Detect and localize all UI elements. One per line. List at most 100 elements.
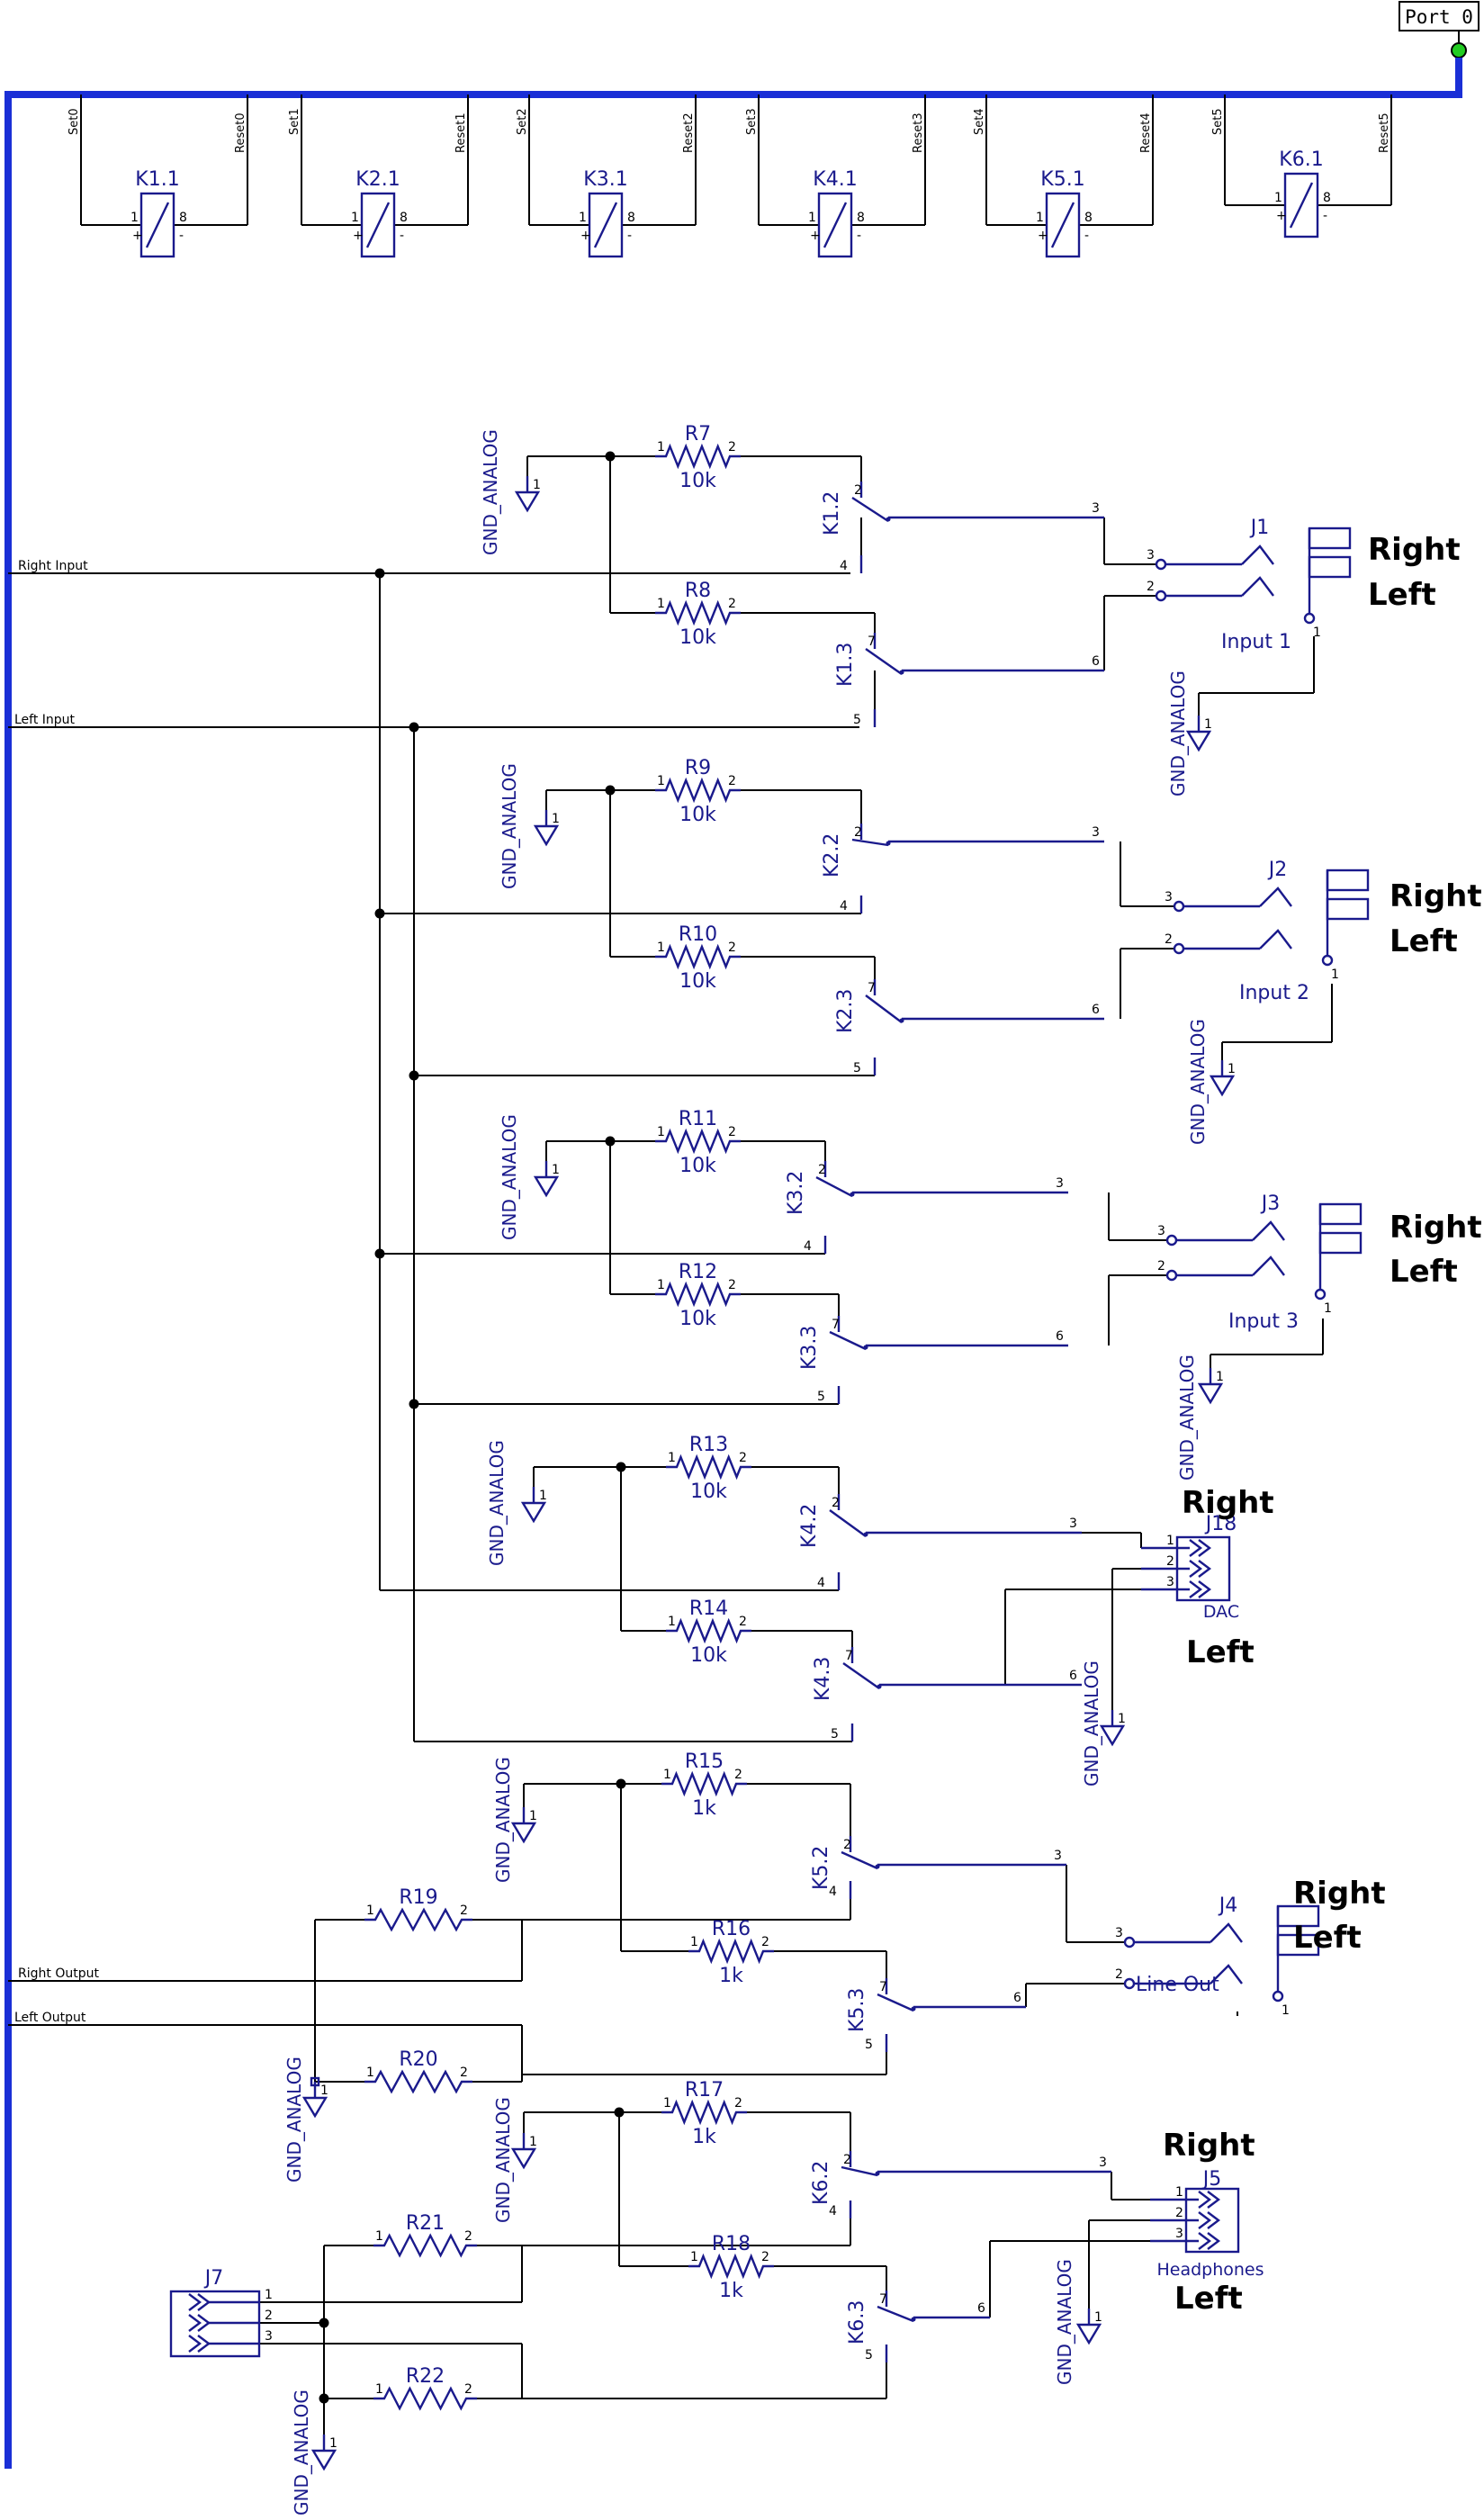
- resistor-ref: R17: [685, 2079, 724, 2102]
- coil-set-label: Set1: [288, 108, 301, 135]
- resistor-pin-2: 2: [728, 774, 736, 788]
- junction-dot: [409, 1070, 419, 1081]
- channel-left-label: Left: [1390, 1254, 1458, 1290]
- net-left-output: Left Output: [14, 2011, 86, 2025]
- switch-pin-bottom: 4: [804, 1239, 812, 1254]
- header-pin: 1: [1166, 1534, 1174, 1548]
- resistor-value: 10k: [679, 470, 716, 492]
- jack-pin-2: 2: [1115, 1967, 1123, 1982]
- port-connector: [1451, 42, 1467, 58]
- switch-pin-bottom: 4: [829, 2204, 837, 2218]
- jack-name: Input 3: [1228, 1310, 1299, 1333]
- switch-pin-out: 3: [1099, 2156, 1107, 2170]
- control-bus: [4, 58, 1462, 2469]
- coil-pin-8: 8: [627, 211, 635, 225]
- resistor-pin-1: 1: [657, 774, 665, 788]
- switch-pin-top: 2: [854, 483, 862, 498]
- port-0[interactable]: Port 0: [1399, 1, 1480, 58]
- resistor-pin-2: 2: [734, 1768, 742, 1782]
- resistor-ref: R18: [712, 2233, 751, 2255]
- resistor-ref: R9: [685, 757, 711, 779]
- channel-left-label: Left: [1368, 577, 1436, 613]
- channel-right-label: Right: [1182, 1485, 1274, 1521]
- switch-ref: K2.2: [821, 833, 843, 878]
- channel-labels: RightLeftRightLeftRightLeftRightLeftRigh…: [1163, 532, 1482, 2317]
- channel-right-label: Right: [1390, 1210, 1482, 1246]
- coil-pin-1: 1: [579, 211, 587, 225]
- channel-right-label: Right: [1390, 878, 1482, 914]
- switch-ref: K2.3: [834, 989, 857, 1033]
- junction-dot: [374, 1248, 385, 1259]
- resistor-value: 1k: [692, 1797, 716, 1820]
- coil-pin-1: 1: [1036, 211, 1044, 225]
- jack-pin-1: 1: [1282, 2003, 1290, 2018]
- junction-dot: [614, 2107, 625, 2118]
- resistor-pin-1: 1: [657, 1125, 665, 1139]
- coil-set-label: Set3: [745, 108, 759, 135]
- resistor-ref: R15: [685, 1750, 724, 1773]
- switch-pin-top: 2: [843, 2153, 851, 2167]
- switch-pin-bottom: 4: [840, 559, 848, 573]
- resistor-value: 10k: [679, 1308, 716, 1330]
- resistor-pin-1: 1: [690, 2250, 698, 2264]
- coil-minus: -: [179, 229, 184, 243]
- header-pin: 3: [1166, 1575, 1174, 1589]
- ground-pin: 1: [533, 478, 541, 492]
- switch-pin-bottom: 5: [865, 2038, 873, 2052]
- header-name: Headphones: [1156, 2260, 1264, 2280]
- header-pin: 2: [1175, 2206, 1183, 2220]
- ground-label: GND_ANALOG: [1054, 2259, 1075, 2385]
- switch-pin-top: 2: [843, 1838, 851, 1852]
- junction-dot: [616, 1778, 626, 1789]
- jack-pin-2: 2: [1147, 580, 1155, 594]
- coil-plus: +: [132, 229, 143, 243]
- junction-dot: [409, 1399, 419, 1409]
- resistor-ref: R12: [679, 1261, 717, 1283]
